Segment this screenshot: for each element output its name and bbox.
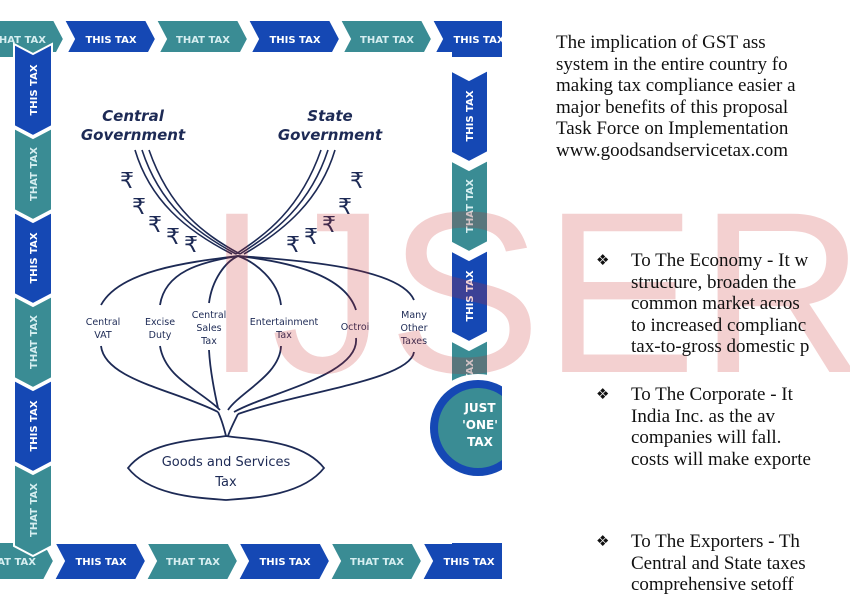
state-government-line-1: State [307,107,352,125]
tax-label: Many [401,310,427,321]
frame-chevron-label: THAT TAX [29,147,40,201]
frame-chevron-label: THIS TAX [29,64,40,115]
gst-label-line-2: Tax [214,475,237,490]
frame-chevron: THIS TAX [449,248,489,344]
frame-chevron: THIS TAX [430,19,502,59]
diamond-bullet-icon: ❖ [596,251,610,269]
bullet-line: To The Corporate - It [631,384,793,405]
rupee-symbol: ₹ [132,195,146,220]
just-one-tax-badge: JUST 'ONE' TAX [424,374,502,482]
frame-chevron-label: THAT TAX [350,557,404,568]
bullet-line: To The Exporters - Th [631,531,800,552]
tax-label: VAT [94,330,112,341]
rupee-symbol: ₹ [322,213,336,238]
central-government-line-2: Government [81,126,186,144]
tax-label: Central [86,317,121,328]
frame-chevron-label: THAT TAX [0,557,36,568]
frame-chevron: THIS TAX [13,210,53,306]
intro-paragraph: The implication of GST ass system in the… [556,32,850,162]
frame-chevron-label: THIS TAX [453,35,502,46]
frame-chevron-label: THAT TAX [166,557,220,568]
intro-line: Task Force on Implementation [556,118,789,140]
frame-chevron-label: THIS TAX [29,400,40,451]
bullet-line: costs will make exporte [631,448,811,470]
intro-line: system in the entire country fo [556,53,788,75]
intro-line: making tax compliance easier a [556,75,796,97]
frame-chevron-label: THIS TAX [269,35,320,46]
tax-branches [100,255,415,311]
frame-chevron-label: THIS TAX [85,35,136,46]
tax-label: Tax [275,330,292,341]
tax-label: Entertainment [250,317,319,328]
frame-chevron-label: THAT TAX [465,179,476,233]
frame-chevron: THAT TAX [13,294,53,390]
bullet-line: structure, broaden the [631,271,797,293]
bullet-line: to increased complianc [631,314,807,336]
rupee-symbol: ₹ [304,225,318,250]
frame-chevron-label: THAT TAX [360,35,414,46]
tax-label: Other [401,323,428,334]
intro-line: major benefits of this proposal [556,96,789,118]
tax-label: Central [192,310,227,321]
rupee-symbols: ₹₹₹₹₹₹₹₹₹₹ [120,169,364,258]
badge-line-3: TAX [467,435,494,449]
frame-chevron: THIS TAX [13,378,53,474]
rupee-symbol: ₹ [184,233,198,258]
frame-chevron-label: THAT TAX [29,483,40,537]
diamond-bullet-icon: ❖ [596,532,610,550]
frame-chevron: THAT TAX [144,541,240,581]
frame-chevron-label: THAT TAX [0,35,46,46]
frame-chevron-label: THAT TAX [29,315,40,369]
frame-chevron: THAT TAX [449,158,489,254]
intro-link[interactable]: www.goodsandservicetax.com [556,139,788,161]
tax-label: Taxes [400,336,427,347]
tax-label: Duty [149,330,172,341]
diamond-bullet-icon: ❖ [596,385,610,403]
bullet-line: common market acros [631,293,800,315]
frame-chevron-label: THIS TAX [465,270,476,321]
frame-chevron: THIS TAX [420,541,502,581]
tax-label: Tax [200,336,217,347]
frame-chevron-label: THAT TAX [176,35,230,46]
frame-chevron: THAT TAX [13,462,53,558]
bullet-line: companies will fall. [631,427,782,449]
badge-line-1: JUST [463,401,496,415]
frame-chevron-label: THIS TAX [29,232,40,283]
merge-lines [100,337,415,415]
frame-chevron: THIS TAX [52,541,148,581]
rupee-symbol: ₹ [338,195,352,220]
rupee-symbol: ₹ [350,169,364,194]
frame-chevron-label: THIS TAX [259,557,310,568]
tax-chevron-frame: THAT TAX THIS TAX THAT TAX THIS TAX THAT TAX… [0,19,502,581]
bullet-line: comprehensive setoff [631,574,794,596]
frame-chevron-label: THIS TAX [75,557,126,568]
bullet-line: India Inc. as the av [631,405,776,427]
tax-label: Excise [145,317,175,328]
state-government-line-2: Government [278,126,383,144]
frame-chevron: THIS TAX [236,541,332,581]
rupee-symbol: ₹ [286,233,300,258]
frame-chevron-label: THIS TAX [443,557,494,568]
frame-chevron: THAT TAX [13,126,53,222]
tax-label: Octroi [341,322,370,333]
gst-label-line-1: Goods and Services [162,455,291,470]
frame-chevron: THAT TAX [328,541,424,581]
gst-ellipse [126,435,326,501]
rupee-symbol: ₹ [148,213,162,238]
frame-chevron: THIS TAX [13,42,53,138]
frame-chevron-label: THIS TAX [465,90,476,141]
bullet-line: tax-to-gross domestic p [631,336,810,358]
bullet-line: Central and State taxes [631,552,806,574]
badge-line-2: 'ONE' [462,418,498,432]
money-streams [134,149,336,255]
bullet-line: To The Economy - It w [631,250,809,271]
tax-label: Sales [196,323,221,334]
intro-line: The implication of GST ass [556,32,766,53]
gst-illustration: THAT TAX THIS TAX THAT TAX THIS TAX THAT TAX… [0,19,502,581]
rupee-symbol: ₹ [166,225,180,250]
rupee-symbol: ₹ [120,169,134,194]
frame-chevron: THIS TAX [449,68,489,164]
central-government-line-1: Central [102,107,165,125]
